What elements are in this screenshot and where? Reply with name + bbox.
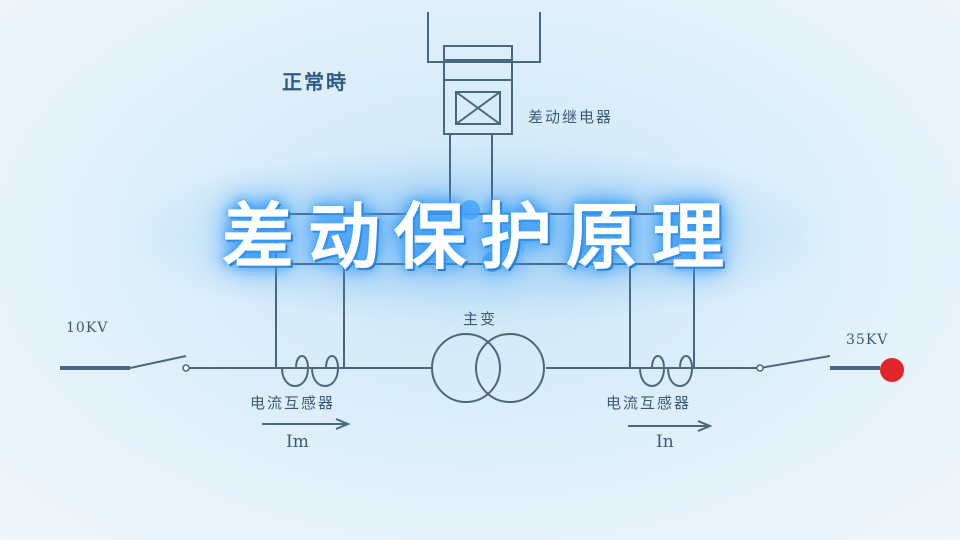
voltage-left-label: 10KV: [66, 320, 109, 336]
current-right-label: In: [656, 432, 674, 452]
voltage-right-label: 35KV: [846, 332, 889, 348]
terminal-dot: [880, 358, 904, 382]
title-glow: [120, 145, 840, 325]
current-left-label: Im: [286, 432, 309, 452]
transformer-winding-primary: [431, 333, 501, 403]
page-title: 差动保护原理: [221, 194, 738, 279]
ct-right-label: 电流互感器: [606, 394, 692, 412]
relay-box: [443, 45, 513, 135]
node-dot-top: [460, 200, 480, 220]
main-transformer-label: 主变: [463, 310, 498, 328]
node-dot-bottom: [482, 252, 502, 272]
transformer-winding-secondary: [475, 333, 545, 403]
switch-pivot-right: [756, 364, 764, 372]
ct-left-label: 电流互感器: [250, 394, 336, 412]
differential-relay-label: 差动继电器: [528, 108, 614, 126]
switch-pivot-left: [182, 364, 190, 372]
normal-state-label: 正常時: [282, 70, 348, 94]
